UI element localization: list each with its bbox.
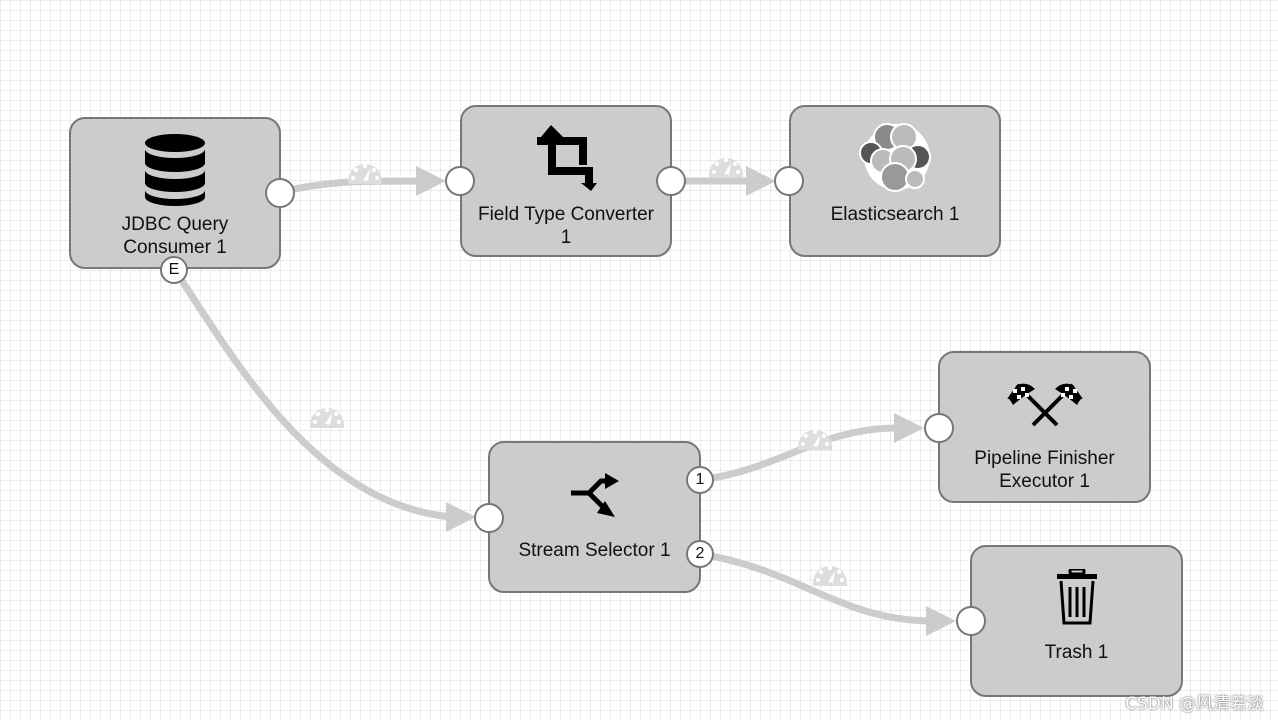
stage-label: Field Type Converter 1: [477, 204, 654, 248]
edge-selector-to-trash[interactable]: [696, 550, 956, 636]
input-port[interactable]: [474, 503, 504, 533]
edge-jdbc-to-converter[interactable]: [276, 163, 446, 196]
output-port-2[interactable]: 2: [686, 540, 714, 568]
stage-label: JDBC Query Consumer 1: [121, 214, 229, 258]
input-port[interactable]: [924, 413, 954, 443]
edge-jdbc-error-to-selector[interactable]: [171, 266, 476, 532]
elasticsearch-icon: [859, 123, 931, 192]
watermark: CSDN @风清若淡: [1125, 694, 1264, 714]
stage-field-type-converter[interactable]: Field Type Converter 1: [460, 105, 672, 257]
gauge-icon[interactable]: [813, 565, 847, 586]
gauge-icon[interactable]: [798, 429, 832, 450]
stage-label: Pipeline Finisher Executor 1: [974, 448, 1115, 492]
input-port[interactable]: [774, 166, 804, 196]
output-port-1[interactable]: 1: [686, 466, 714, 494]
stage-elasticsearch[interactable]: Elasticsearch 1: [789, 105, 1001, 257]
stage-label: Trash 1: [1044, 642, 1109, 663]
input-port[interactable]: [956, 606, 986, 636]
stage-label: Stream Selector 1: [518, 540, 671, 561]
output-port[interactable]: [265, 178, 295, 208]
trash-icon: [1056, 569, 1097, 625]
stage-label: Elasticsearch 1: [830, 204, 960, 225]
edge-selector-to-finisher[interactable]: [696, 413, 924, 484]
checkered-flags-icon: [1006, 383, 1083, 427]
stage-pipeline-finisher-executor[interactable]: Pipeline Finisher Executor 1: [938, 351, 1151, 503]
gauge-icon[interactable]: [709, 157, 743, 178]
shuffle-icon: [570, 473, 619, 517]
stage-stream-selector[interactable]: Stream Selector 1: [488, 441, 701, 593]
edge-converter-to-elasticsearch[interactable]: [667, 157, 776, 196]
gauge-icon[interactable]: [310, 407, 344, 428]
gauge-icon[interactable]: [348, 163, 382, 184]
output-port[interactable]: [656, 166, 686, 196]
error-port[interactable]: E: [160, 256, 188, 284]
stage-jdbc-query-consumer[interactable]: JDBC Query Consumer 1: [69, 117, 281, 269]
database-icon: [145, 134, 205, 206]
stage-trash[interactable]: Trash 1: [970, 545, 1183, 697]
input-port[interactable]: [445, 166, 475, 196]
crop-icon: [537, 125, 597, 191]
